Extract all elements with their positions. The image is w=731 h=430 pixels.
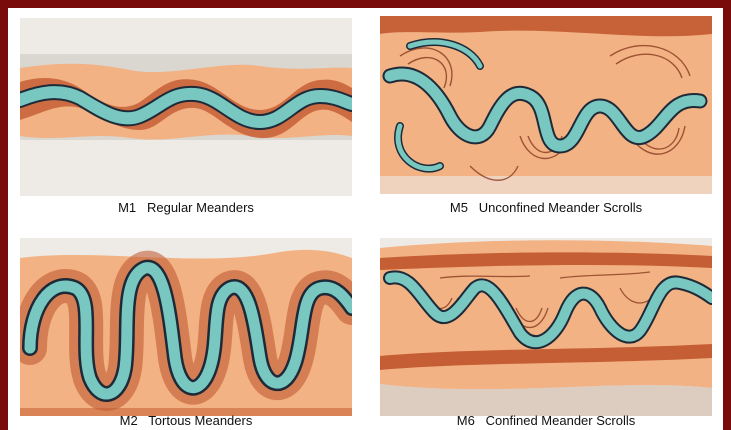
panel-m1-regular-meanders: [20, 18, 352, 196]
confined-meander-scrolls-illustration: [380, 238, 712, 416]
unconfined-meander-scrolls-illustration: [380, 16, 712, 194]
caption-m6: M6 Confined Meander Scrolls: [380, 413, 712, 428]
panel-m5-unconfined-meander-scrolls: [380, 16, 712, 194]
figure-sheet: M1 Regular Meanders M5 Unconfined Meande…: [8, 8, 723, 430]
tortous-meanders-illustration: [20, 238, 352, 416]
caption-m2: M2 Tortous Meanders: [20, 413, 352, 428]
panel-m6-confined-meander-scrolls: [380, 238, 712, 416]
panel-m2-tortous-meanders: [20, 238, 352, 416]
caption-m1: M1 Regular Meanders: [20, 200, 352, 215]
caption-m5: M5 Unconfined Meander Scrolls: [380, 200, 712, 215]
regular-meanders-illustration: [20, 18, 352, 196]
